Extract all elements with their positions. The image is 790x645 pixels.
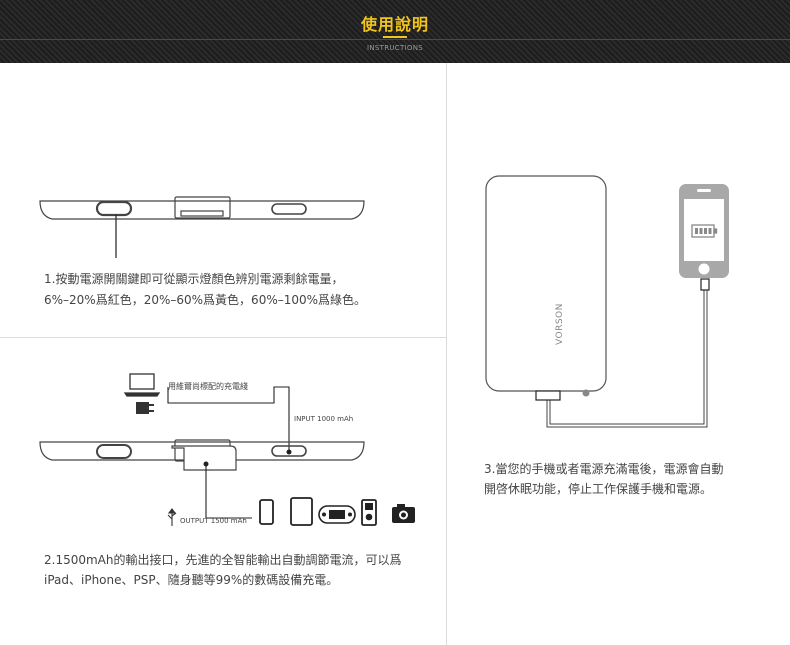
output-line (205, 464, 252, 519)
vertical-divider (446, 63, 447, 645)
brand-logo (582, 389, 590, 397)
plug-icon (136, 402, 154, 414)
title-underline (383, 36, 407, 38)
cable-connector-bottom (535, 390, 561, 401)
horizontal-divider (0, 337, 446, 338)
power-button (95, 200, 133, 217)
cable-connector-top (700, 278, 710, 291)
step3-text-line2: 開啓休眠功能，停止工作保護手機和電源。 (484, 482, 713, 496)
step1-text-line1: 1.按動電源開關鍵即可從顯示燈顏色辨別電源剩餘電量， (44, 272, 344, 286)
micro-usb-port (271, 203, 307, 215)
brand-label: VORSON (555, 303, 565, 345)
step2-text-line1: 2.1500mAh的輸出接口，先進的全智能輸出自動調節電流，可以爲 (44, 553, 402, 567)
power-bank-side-2 (39, 441, 365, 461)
charging-cable (546, 290, 708, 428)
header-divider (0, 39, 790, 40)
step3-text-line1: 3.當您的手機或者電源充滿電後，電源會自動 (484, 462, 724, 476)
page-subtitle: INSTRUCTIONS (366, 44, 424, 52)
step2-text-line2: iPad、iPhone、PSP、隨身聽等99%的數碼設備充電。 (44, 573, 339, 587)
usb-icon (167, 508, 177, 526)
power-button-2 (96, 444, 132, 459)
micro-usb-port-2 (271, 445, 307, 457)
input-label: INPUT 1000 mAh (294, 415, 354, 423)
usb-output-port (174, 196, 231, 219)
mp3-player-icon (361, 499, 377, 526)
battery-icon (691, 224, 718, 238)
cable-line (167, 386, 290, 452)
tablet-icon (290, 497, 313, 526)
psp-icon (318, 505, 356, 524)
usb-plug-inserted (171, 445, 237, 471)
header-banner: 使用說明 INSTRUCTIONS (0, 0, 790, 63)
cable-label: 用維爾尚標配的充電綫 (168, 382, 248, 391)
power-bank-front (485, 175, 607, 392)
laptop-icon (123, 373, 161, 397)
phone-icon (259, 499, 274, 525)
camera-icon (392, 504, 415, 523)
power-bank-side-1 (39, 200, 365, 220)
output-label: OUTPUT 1500 mAh (180, 517, 247, 525)
page-title: 使用說明 (360, 15, 429, 34)
step1-text-line2: 6%–20%爲紅色，20%–60%爲黃色，60%–100%爲綠色。 (44, 293, 367, 307)
